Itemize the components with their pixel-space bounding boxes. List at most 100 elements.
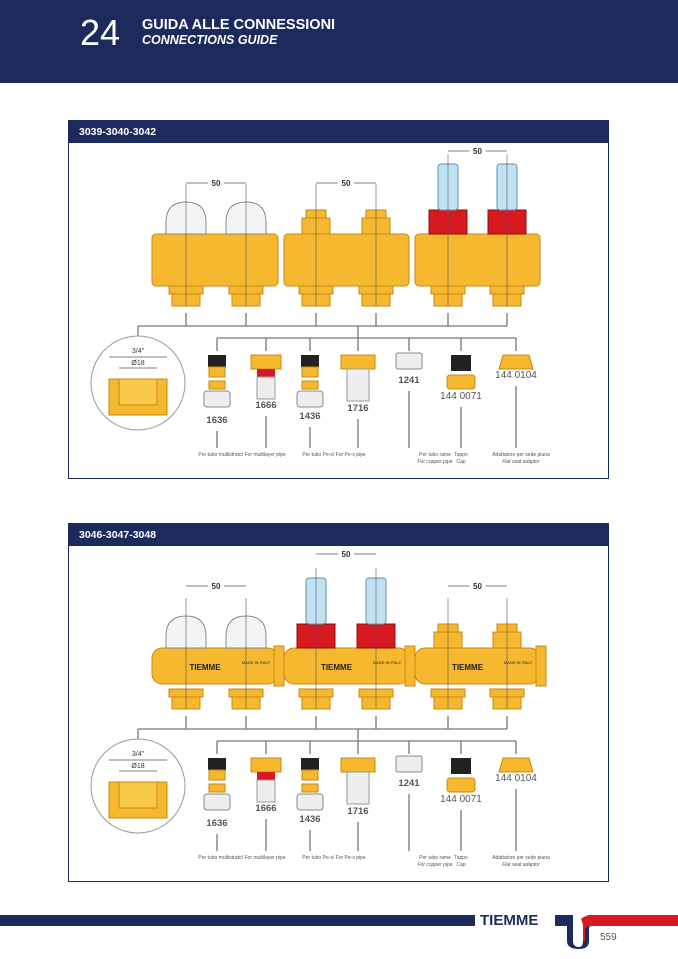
page-title: GUIDA ALLE CONNESSIONI (142, 17, 336, 33)
manifold-body (283, 233, 410, 287)
fitting-code: 1716 (347, 403, 368, 414)
caption: Per tubo multistrato/ For multilayer pip… (198, 452, 285, 458)
page-number: 559 (600, 932, 617, 943)
chapter-number: 24 (80, 12, 121, 53)
fitting-ring (301, 380, 319, 390)
body-brand: TIEMME (452, 663, 484, 672)
fitting-nut (250, 354, 282, 370)
fitting-code: 144 0104 (495, 370, 537, 381)
side-thread (273, 645, 285, 687)
fitting-code: 144 0071 (440, 391, 482, 402)
fitting-insert (301, 758, 319, 770)
body-mark: MADE IN ITALY (504, 660, 533, 665)
press-sleeve (346, 368, 370, 402)
manifold-body (414, 233, 541, 287)
fitting-body (301, 769, 319, 781)
fitting-code: 1666 (255, 803, 276, 814)
thread-bore (118, 781, 158, 809)
caption: Cap (456, 459, 465, 465)
caption: Flat seat adaptor (502, 862, 540, 868)
diameter-label: Ø18 (131, 763, 144, 770)
fitting-insert (301, 355, 319, 367)
fitting-nut (203, 390, 231, 408)
caption: Adattatore per sede piana (492, 855, 550, 861)
fitting-nut (296, 390, 324, 408)
copper-fitting (395, 352, 423, 370)
press-ring (257, 772, 275, 780)
fitting-nut (340, 354, 376, 370)
dimension-label: 50 (212, 179, 221, 188)
press-ring (257, 369, 275, 377)
dimension-label: 50 (473, 582, 482, 591)
cap-nut (446, 374, 476, 390)
fitting-ring (208, 783, 226, 793)
fitting-code: 1241 (398, 375, 420, 386)
caption: Per tubo Pe-x/ For Pe-x pipe (302, 452, 366, 458)
dimension-gap (469, 580, 486, 590)
fitting-code: 1666 (255, 400, 276, 411)
thread-bore (118, 378, 158, 406)
fitting-code: 1241 (398, 778, 420, 789)
caption: Adattatore per sede piana (492, 452, 550, 458)
flat-seat-adaptor (498, 354, 534, 370)
panel-title: 3039-3040-3042 (69, 121, 608, 143)
fitting-nut (296, 793, 324, 811)
fitting-nut (340, 757, 376, 773)
fitting-code: 1636 (206, 415, 227, 426)
caption: Per tubo Pe-x/ For Pe-x pipe (302, 855, 366, 861)
page-header: 24 GUIDA ALLE CONNESSIONI CONNECTIONS GU… (0, 0, 678, 83)
dimension-gap (338, 548, 354, 558)
diameter-label: Ø18 (131, 360, 144, 367)
footer-accent (590, 915, 678, 926)
dimension-gap (469, 145, 486, 155)
fitting-code: 144 0104 (495, 773, 537, 784)
fitting-nut (203, 793, 231, 811)
page-subtitle: CONNECTIONS GUIDE (142, 33, 278, 47)
body-mark: MADE IN ITALY (242, 660, 271, 665)
caption: Tappo (454, 452, 468, 458)
caption: Per tubo multistrato/ For multilayer pip… (198, 855, 285, 861)
fitting-body (208, 769, 226, 781)
copper-fitting (395, 755, 423, 773)
fitting-code: 1436 (299, 411, 320, 422)
caption: For copper pipe (417, 459, 452, 465)
fitting-body (301, 366, 319, 378)
caption: Cap (456, 862, 465, 868)
panel-3039: 3039-3040-3042 50 50 50 3/4" Ø18 1636 1666 1436… (68, 120, 609, 479)
manifold-body (151, 233, 279, 287)
caption: Per tubo rame (419, 452, 451, 458)
dimension-label: 50 (342, 179, 351, 188)
cap-top (451, 355, 471, 371)
body-brand: TIEMME (189, 663, 221, 672)
fitting-ring (301, 783, 319, 793)
caption: Flat seat adaptor (502, 459, 540, 465)
body-brand: TIEMME (321, 663, 353, 672)
fitting-insert (208, 758, 226, 770)
dimension-label: 50 (212, 582, 221, 591)
footer-bar (0, 915, 475, 926)
fitting-body (208, 366, 226, 378)
caption: Tappo (454, 855, 468, 861)
press-sleeve (256, 376, 276, 400)
dimension-label: 50 (342, 550, 351, 559)
thread-size-label: 3/4" (132, 348, 145, 355)
brand-logo: TIEMME (480, 912, 539, 929)
flat-seat-adaptor (498, 757, 534, 773)
dimension-gap (208, 177, 224, 187)
cap-nut (446, 777, 476, 793)
dimension-label: 50 (473, 147, 482, 156)
body-mark: MADE IN ITALY (373, 660, 402, 665)
dimension-gap (338, 177, 354, 187)
pipe-logo-icon (555, 915, 595, 949)
fitting-code: 1716 (347, 806, 368, 817)
caption: For copper pipe (417, 862, 452, 868)
cap-top (451, 758, 471, 774)
panel-title: 3046-3047-3048 (69, 524, 608, 546)
fitting-nut (250, 757, 282, 773)
thread-size-label: 3/4" (132, 751, 145, 758)
fitting-code: 1636 (206, 818, 227, 829)
fitting-insert (208, 355, 226, 367)
connection-diagram: 50 50 50 3/4" Ø18 1636 1666 1436 1716 1241 144 007… (90, 145, 550, 465)
